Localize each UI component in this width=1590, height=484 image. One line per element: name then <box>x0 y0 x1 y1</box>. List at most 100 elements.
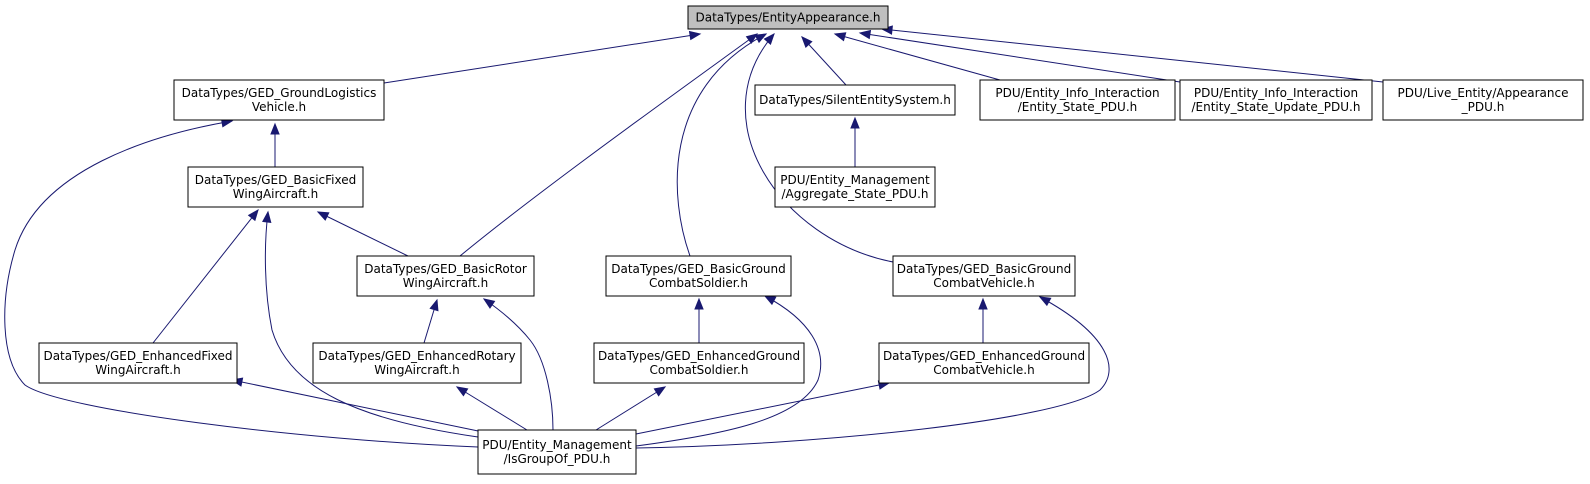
node-label-line: DataTypes/GED_BasicRotor <box>364 262 527 276</box>
node-label-line: PDU/Live_Entity/Appearance <box>1398 86 1569 100</box>
node-box[interactable] <box>605 255 792 297</box>
edge-is-group-of-pdu-to-enhanced-fixed-wing <box>231 379 484 433</box>
node-silent-entity[interactable]: DataTypes/SilentEntitySystem.h <box>754 84 956 116</box>
node-aggregate-state-pdu[interactable]: PDU/Entity_Management/Aggregate_State_PD… <box>774 166 936 208</box>
arrowhead-basic-fixed-wing <box>262 210 272 223</box>
edge-entity-state-pdu-to-entity-appearance <box>834 33 1001 81</box>
node-box[interactable] <box>356 255 535 297</box>
arrowhead-entity-appearance <box>745 33 759 45</box>
node-enhanced-ground-soldier[interactable]: DataTypes/GED_EnhancedGroundCombatSoldie… <box>593 342 805 384</box>
arrowhead-entity-appearance <box>801 36 813 48</box>
edge-live-appearance-pdu-to-entity-appearance <box>881 28 1384 83</box>
arrowhead-entity-appearance <box>763 32 775 46</box>
arrowhead-enhanced-rotary-wing <box>455 386 469 397</box>
node-label-line: DataTypes/GED_BasicGround <box>611 262 786 276</box>
node-label-line: WingAircraft.h <box>374 363 459 377</box>
node-label-line: CombatVehicle.h <box>933 363 1034 377</box>
edge-is-group-of-pdu-to-ground-logistics <box>4 120 479 448</box>
node-box[interactable] <box>774 166 936 208</box>
node-box[interactable] <box>687 5 889 30</box>
node-label-line: DataTypes/GED_GroundLogistics <box>182 86 377 100</box>
node-box[interactable] <box>878 342 1090 384</box>
node-label-line: DataTypes/EntityAppearance.h <box>695 11 880 25</box>
node-label-line: Vehicle.h <box>252 100 306 114</box>
node-label-line: PDU/Entity_Management <box>482 438 632 452</box>
node-entity-state-pdu[interactable]: PDU/Entity_Info_Interaction/Entity_State… <box>979 79 1176 121</box>
node-box[interactable] <box>38 342 238 384</box>
node-enhanced-fixed-wing[interactable]: DataTypes/GED_EnhancedFixedWingAircraft.… <box>38 342 238 384</box>
node-label-line: DataTypes/GED_BasicFixed <box>195 173 357 187</box>
edge-silent-entity-to-entity-appearance <box>801 36 847 86</box>
arrowhead-basic-ground-soldier <box>763 295 777 306</box>
arrowhead-enhanced-ground-soldier <box>653 386 667 397</box>
nodes-layer: DataTypes/EntityAppearance.hDataTypes/GE… <box>38 5 1584 475</box>
edge-ground-logistics-to-entity-appearance <box>383 33 701 84</box>
node-label-line: WingAircraft.h <box>95 363 180 377</box>
arrowhead-basic-fixed-wing <box>316 211 330 221</box>
arrowhead-basic-rotor-wing <box>482 298 496 309</box>
node-label-line: /Entity_State_Update_PDU.h <box>1192 100 1361 114</box>
node-label-line: DataTypes/GED_EnhancedFixed <box>43 349 232 363</box>
arrowhead-basic-rotor-wing <box>429 298 439 312</box>
edge-entity-state-update-pdu-to-entity-appearance <box>859 32 1181 83</box>
node-box[interactable] <box>979 79 1176 121</box>
node-entity-appearance[interactable]: DataTypes/EntityAppearance.h <box>687 5 889 30</box>
edge-basic-ground-vehicle-to-entity-appearance <box>744 33 894 263</box>
arrowhead-basic-ground-vehicle <box>1038 296 1052 307</box>
node-label-line: /Entity_State_PDU.h <box>1018 100 1138 114</box>
node-label-line: CombatSoldier.h <box>649 276 748 290</box>
edge-enhanced-fixed-wing-to-basic-fixed-wing <box>152 209 259 344</box>
edge-is-group-of-pdu-to-enhanced-ground-vehicle <box>635 382 890 435</box>
node-box[interactable] <box>754 84 956 116</box>
node-label-line: WingAircraft.h <box>403 276 488 290</box>
node-box[interactable] <box>892 255 1076 297</box>
node-label-line: DataTypes/GED_BasicGround <box>897 262 1072 276</box>
node-label-line: PDU/Entity_Management <box>780 173 930 187</box>
node-box[interactable] <box>593 342 805 384</box>
node-box[interactable] <box>477 429 637 475</box>
arrowhead-ground-logistics <box>270 122 280 135</box>
node-label-line: /Aggregate_State_PDU.h <box>781 187 928 201</box>
node-label-line: WingAircraft.h <box>233 187 318 201</box>
node-label-line: DataTypes/GED_EnhancedRotary <box>318 349 515 363</box>
node-box[interactable] <box>187 166 364 208</box>
node-label-line: PDU/Entity_Info_Interaction <box>1194 86 1358 100</box>
arrowhead-entity-appearance <box>688 30 702 41</box>
edge-basic-rotor-wing-to-entity-appearance <box>459 33 758 257</box>
node-label-line: /IsGroupOf_PDU.h <box>504 452 611 466</box>
node-label-line: CombatSoldier.h <box>650 363 749 377</box>
arrowhead-entity-appearance <box>858 29 872 40</box>
node-label-line: CombatVehicle.h <box>933 276 1034 290</box>
node-is-group-of-pdu[interactable]: PDU/Entity_Management/IsGroupOf_PDU.h <box>477 429 637 475</box>
node-label-line: PDU/Entity_Info_Interaction <box>995 86 1159 100</box>
node-label-line: DataTypes/GED_EnhancedGround <box>598 349 800 363</box>
arrowhead-basic-fixed-wing <box>247 208 259 222</box>
node-label-line: DataTypes/SilentEntitySystem.h <box>759 93 951 107</box>
edge-is-group-of-pdu-to-basic-fixed-wing <box>264 211 479 438</box>
arrowhead-silent-entity <box>850 116 860 129</box>
node-live-appearance-pdu[interactable]: PDU/Live_Entity/Appearance_PDU.h <box>1382 79 1584 121</box>
node-box[interactable] <box>173 79 385 121</box>
node-box[interactable] <box>1179 79 1373 121</box>
arrowhead-entity-appearance <box>754 33 768 44</box>
arrowhead-entity-appearance <box>833 32 847 42</box>
edge-is-group-of-pdu-to-enhanced-ground-soldier <box>595 386 666 431</box>
node-entity-state-update-pdu[interactable]: PDU/Entity_Info_Interaction/Entity_State… <box>1179 79 1373 121</box>
node-enhanced-ground-vehicle[interactable]: DataTypes/GED_EnhancedGroundCombatVehicl… <box>878 342 1090 384</box>
node-box[interactable] <box>312 342 522 384</box>
arrowhead-basic-ground-soldier <box>694 297 704 310</box>
node-label-line: _PDU.h <box>1461 100 1505 114</box>
edge-basic-rotor-wing-to-basic-fixed-wing <box>317 211 409 257</box>
node-label-line: DataTypes/GED_EnhancedGround <box>883 349 1085 363</box>
node-box[interactable] <box>1382 79 1584 121</box>
edge-is-group-of-pdu-to-basic-ground-vehicle <box>635 296 1110 449</box>
node-enhanced-rotary-wing[interactable]: DataTypes/GED_EnhancedRotaryWingAircraft… <box>312 342 522 384</box>
edges-layer <box>4 25 1384 449</box>
edge-is-group-of-pdu-to-basic-ground-soldier <box>635 295 822 447</box>
